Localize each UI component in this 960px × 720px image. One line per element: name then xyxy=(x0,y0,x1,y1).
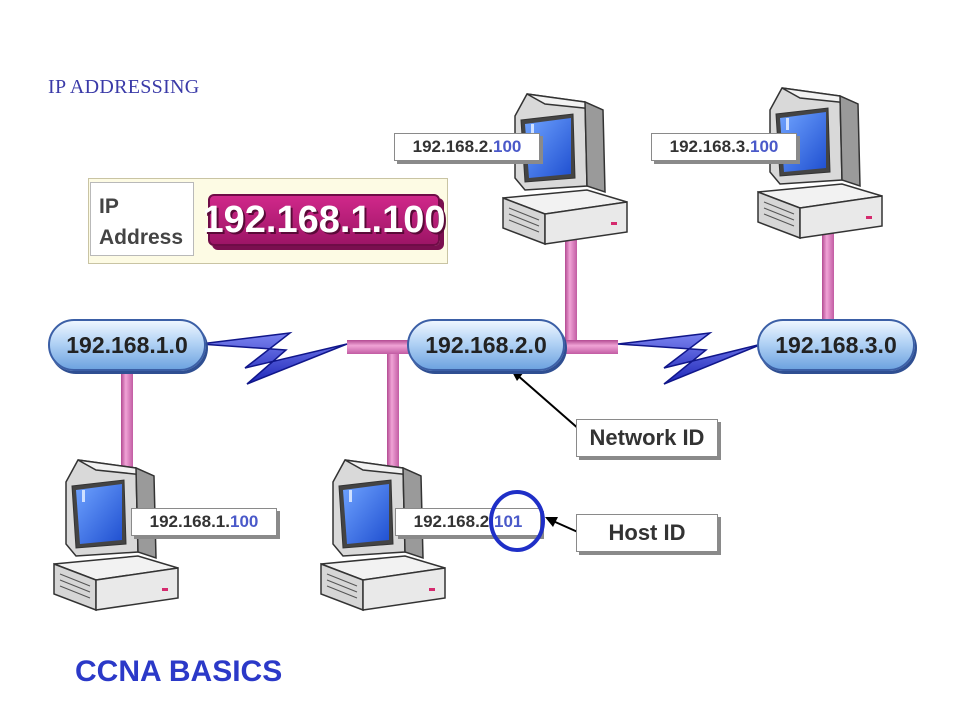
lightning-serial-link-icon xyxy=(617,331,763,385)
link-pc4-drop xyxy=(387,350,399,468)
desktop-computer-icon xyxy=(502,93,628,245)
network-pill-3: 192.168.3.0 xyxy=(757,319,915,371)
ip-address-label-line2: Address xyxy=(99,226,184,249)
link-pc3-drop xyxy=(822,228,834,320)
link-pc1-drop xyxy=(121,372,133,467)
host-id-callout: Host ID xyxy=(576,514,718,552)
desktop-computer-icon xyxy=(757,87,883,239)
ip-address-label: IP Address xyxy=(90,182,194,256)
network-id-callout: Network ID xyxy=(576,419,718,457)
link-stub-right xyxy=(560,340,618,354)
host-ip-network-part: 192.168.3. xyxy=(669,137,750,156)
network-pill-1: 192.168.1.0 xyxy=(48,319,206,371)
link-stub-left xyxy=(347,340,411,354)
link-pc2-drop xyxy=(565,230,577,348)
network-id-arrow xyxy=(515,373,581,431)
host-id-arrow xyxy=(552,520,581,534)
host-ip-network-part: 192.168.2. xyxy=(413,512,494,531)
lightning-serial-link-icon xyxy=(199,331,348,385)
host-ip-host-part: 100 xyxy=(749,137,779,156)
host-ip-host-part: 101 xyxy=(493,512,523,531)
ip-address-value: 192.168.1.100 xyxy=(203,194,446,246)
host-ip-host-part: 100 xyxy=(492,137,522,156)
host-ip-label: 192.168.2.101 xyxy=(395,508,541,536)
host-ip-label: 192.168.3.100 xyxy=(651,133,797,161)
host-ip-network-part: 192.168.2. xyxy=(412,137,493,156)
host-ip-network-part: 192.168.1. xyxy=(149,512,230,531)
footer-title: CCNA BASICS xyxy=(75,655,283,688)
host-ip-label: 192.168.2.100 xyxy=(394,133,540,161)
host-ip-host-part: 100 xyxy=(229,512,259,531)
host-ip-label: 192.168.1.100 xyxy=(131,508,277,536)
ip-address-label-line1: IP xyxy=(99,195,119,218)
page-title: IP ADDRESSING xyxy=(48,76,200,98)
network-pill-2: 192.168.2.0 xyxy=(407,319,565,371)
